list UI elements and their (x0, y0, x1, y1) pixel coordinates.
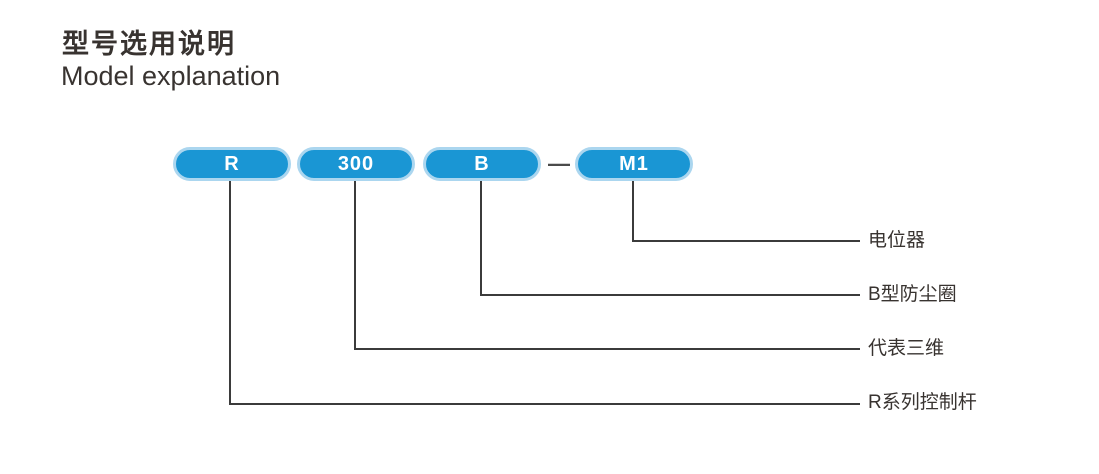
code-separator-dash: — (548, 151, 570, 176)
description-label-m1: 电位器 (868, 230, 926, 251)
description-label-300: 代表三维 (868, 338, 945, 359)
model-pill-r: R (173, 147, 291, 181)
model-pill-m1: M1 (575, 147, 693, 181)
description-label-r: R系列控制杆 (868, 392, 977, 413)
description-label-b: B型防尘圈 (868, 284, 957, 305)
model-pill-r-label: R (224, 153, 240, 175)
connector-line-b (480, 181, 860, 296)
model-pill-300-label: 300 (337, 153, 375, 175)
connector-line-m1 (632, 181, 860, 242)
model-pill-b-label: B (474, 153, 490, 175)
model-pill-m1-label: M1 (619, 153, 649, 175)
connector-line-300 (354, 181, 860, 350)
connector-line-r (229, 181, 860, 405)
page-title-zh: 型号选用说明 (62, 29, 236, 59)
page-title-en: Model explanation (61, 61, 281, 91)
model-pill-300: 300 (297, 147, 415, 181)
model-pill-b: B (423, 147, 541, 181)
